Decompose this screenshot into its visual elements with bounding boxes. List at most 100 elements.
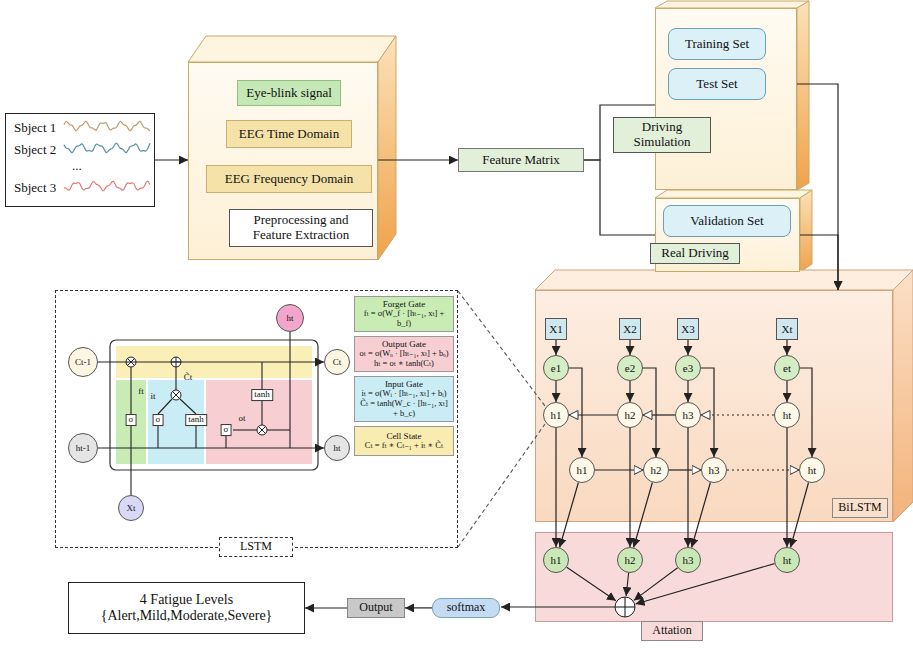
connector xyxy=(629,428,630,547)
node-text: e3 xyxy=(683,362,693,375)
output-wire xyxy=(289,332,290,448)
connector xyxy=(98,447,324,448)
dataset-cube: Real DrivingValidation Set xyxy=(655,198,800,272)
connector xyxy=(727,469,799,470)
gate-formula: Input Gateiₜ = σ(Wᵢ · [hₜ₋₁, xₜ] + bᵢ)C̃… xyxy=(354,376,454,422)
node-text: Feature Matrix xyxy=(482,153,560,168)
zoom-leader xyxy=(458,291,545,406)
node-text: ht xyxy=(333,443,340,453)
state-circle: ht xyxy=(324,435,350,461)
state-circle: h2 xyxy=(617,402,643,428)
operator-stroke xyxy=(173,392,180,399)
signal-name: C̃t xyxy=(184,373,193,383)
node-text: Cₜ = fₜ ∗ Cₜ₋₁ + iₜ ∗ C̃ₜ xyxy=(365,441,443,451)
input-box: X2 xyxy=(619,318,641,340)
node-text: hₜ = oₜ ∗ tanh(Cₜ) xyxy=(374,359,434,369)
cube-side xyxy=(893,270,913,522)
connector xyxy=(555,340,556,355)
signal-name: ft xyxy=(138,387,144,397)
connector xyxy=(405,607,432,608)
output-gate-band xyxy=(206,380,312,464)
result-box: 4 Fatigue Levels {Alert,Mild,Moderate,Se… xyxy=(68,582,305,634)
state-circle: h3 xyxy=(675,402,701,428)
cube-top xyxy=(535,270,913,290)
node-text: h3 xyxy=(683,409,694,422)
state-circle: h2 xyxy=(617,547,643,573)
gate-formula: Output Gateoₜ = σ(Wₒ · [hₜ₋₁, xₜ] + bₒ)h… xyxy=(354,336,454,372)
node-text: Cell State xyxy=(386,431,421,441)
connector xyxy=(687,381,688,402)
state-circle: Xt xyxy=(118,495,144,521)
attention-wire xyxy=(636,564,775,604)
node-text: Xt xyxy=(127,503,136,513)
process-box: Eye-blink signal xyxy=(237,80,341,106)
cube-side xyxy=(800,190,812,272)
node-text: Ct xyxy=(333,357,342,367)
operator-circle xyxy=(257,425,267,435)
connector xyxy=(555,381,556,402)
gate-symbol: tanh xyxy=(251,389,273,401)
dataset-cube: Driving SimulationTraining SetTest Set xyxy=(655,8,797,190)
node-text: X2 xyxy=(623,323,636,336)
operator-stroke xyxy=(259,427,266,434)
state-circle: h3 xyxy=(701,457,727,483)
node-text: ht xyxy=(783,409,792,422)
input-box: Xt xyxy=(776,318,798,340)
state-circle: ht-1 xyxy=(68,433,98,463)
node-text: C̃ₜ = tanh(W_c · [hₜ₋₁, xₜ] + b_c) xyxy=(359,399,449,419)
node-text: Output Gate xyxy=(382,339,426,349)
node-text: h1 xyxy=(551,554,562,567)
node-text: EEG Time Domain xyxy=(239,127,339,142)
gate-formula: Forget Gatefₜ = σ(W_f · [hₜ₋₁, xₜ] + b_f… xyxy=(354,296,454,332)
node-text: Preprocessing and Feature Extraction xyxy=(229,209,373,247)
connector xyxy=(584,160,655,235)
operator-circle xyxy=(171,390,181,400)
connector xyxy=(800,368,812,457)
input-wire xyxy=(175,367,176,390)
node-text: 4 Fatigue Levels {Alert,Mild,Moderate,Se… xyxy=(73,592,300,624)
state-circle: h3 xyxy=(675,547,701,573)
connector xyxy=(305,607,347,608)
node-text: h2 xyxy=(625,409,636,422)
signal-name: it xyxy=(150,392,155,402)
attention-output xyxy=(501,606,615,607)
gate-symbol: σ xyxy=(221,424,232,436)
attention-wire xyxy=(567,567,616,600)
output-wire xyxy=(233,429,257,430)
node-text: Attation xyxy=(641,621,703,641)
input-wire xyxy=(195,426,196,448)
cube-side xyxy=(378,36,396,260)
eeg-wave xyxy=(64,143,150,153)
connector xyxy=(797,84,838,290)
node-text: h1 xyxy=(551,409,562,422)
gate-symbol: σ xyxy=(126,414,137,426)
node-text: EEG Frequency Domain xyxy=(225,172,354,187)
connector xyxy=(629,381,630,402)
state-circle: e2 xyxy=(617,355,643,381)
node-text: ... xyxy=(72,158,82,174)
output-box: Output xyxy=(347,598,405,618)
input-wire xyxy=(158,399,172,414)
node-text: h1 xyxy=(577,464,588,477)
signal-name: ot xyxy=(238,414,245,424)
state-circle: Ct xyxy=(324,349,350,375)
attention-wire xyxy=(626,573,628,596)
connectors xyxy=(98,84,838,608)
process-box: EEG Time Domain xyxy=(226,120,352,148)
connector xyxy=(701,414,774,415)
state-circle: e3 xyxy=(675,355,701,381)
node-text: ht xyxy=(808,464,817,477)
gate-symbol: σ xyxy=(153,414,164,426)
input-wire xyxy=(180,399,196,414)
node-text: Sbject 3 xyxy=(14,180,56,196)
node-text: e1 xyxy=(551,362,561,375)
state-circle: h1 xyxy=(543,547,569,573)
node-text: softmax xyxy=(447,601,486,615)
zoom-leader xyxy=(458,424,545,547)
connector xyxy=(687,340,688,355)
node-text: Eye-blink signal xyxy=(246,86,332,101)
connector xyxy=(786,340,787,355)
node-text: Training Set xyxy=(685,37,749,52)
connector xyxy=(560,482,579,547)
connector xyxy=(786,428,787,547)
